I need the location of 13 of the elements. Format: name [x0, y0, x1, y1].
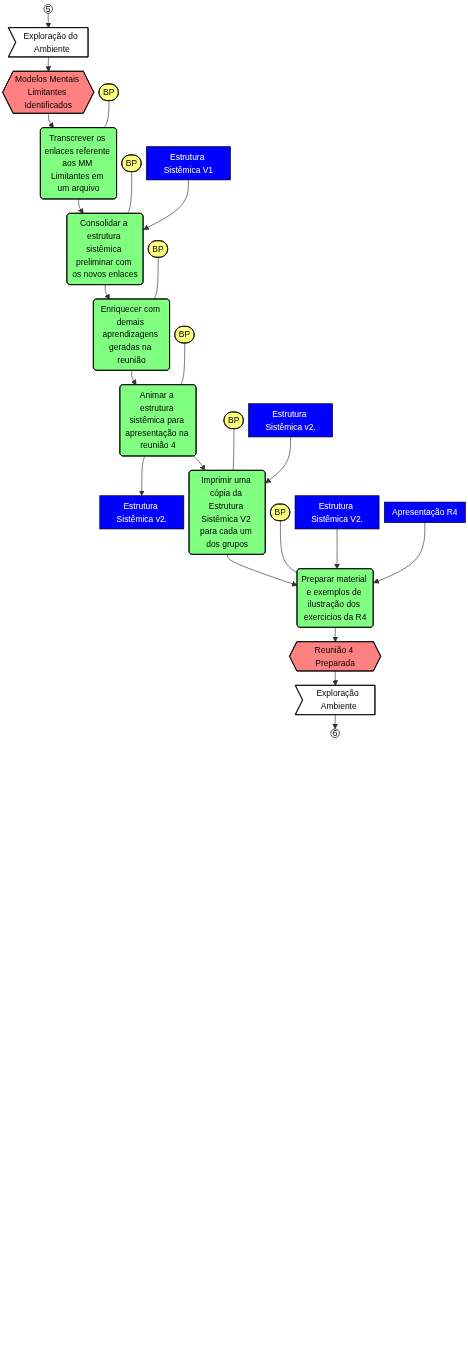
- node-box: Apresentação R4: [383, 501, 466, 523]
- node-circle: 6: [330, 728, 340, 738]
- node-box: Estrutura Sistêmica V2.: [294, 495, 380, 530]
- connector: [153, 257, 159, 300]
- connector: [180, 342, 186, 386]
- connector: [127, 171, 133, 214]
- connector: [280, 520, 298, 574]
- node-box: Estrutura Sistêmica V1: [146, 146, 231, 181]
- node-circle: 5: [43, 4, 53, 14]
- node-box: Estrutura Sistêmica v2.: [248, 403, 333, 438]
- node-box: Estrutura Sistêmica v2.: [99, 495, 185, 530]
- connector: [103, 100, 110, 129]
- connector: [232, 428, 235, 471]
